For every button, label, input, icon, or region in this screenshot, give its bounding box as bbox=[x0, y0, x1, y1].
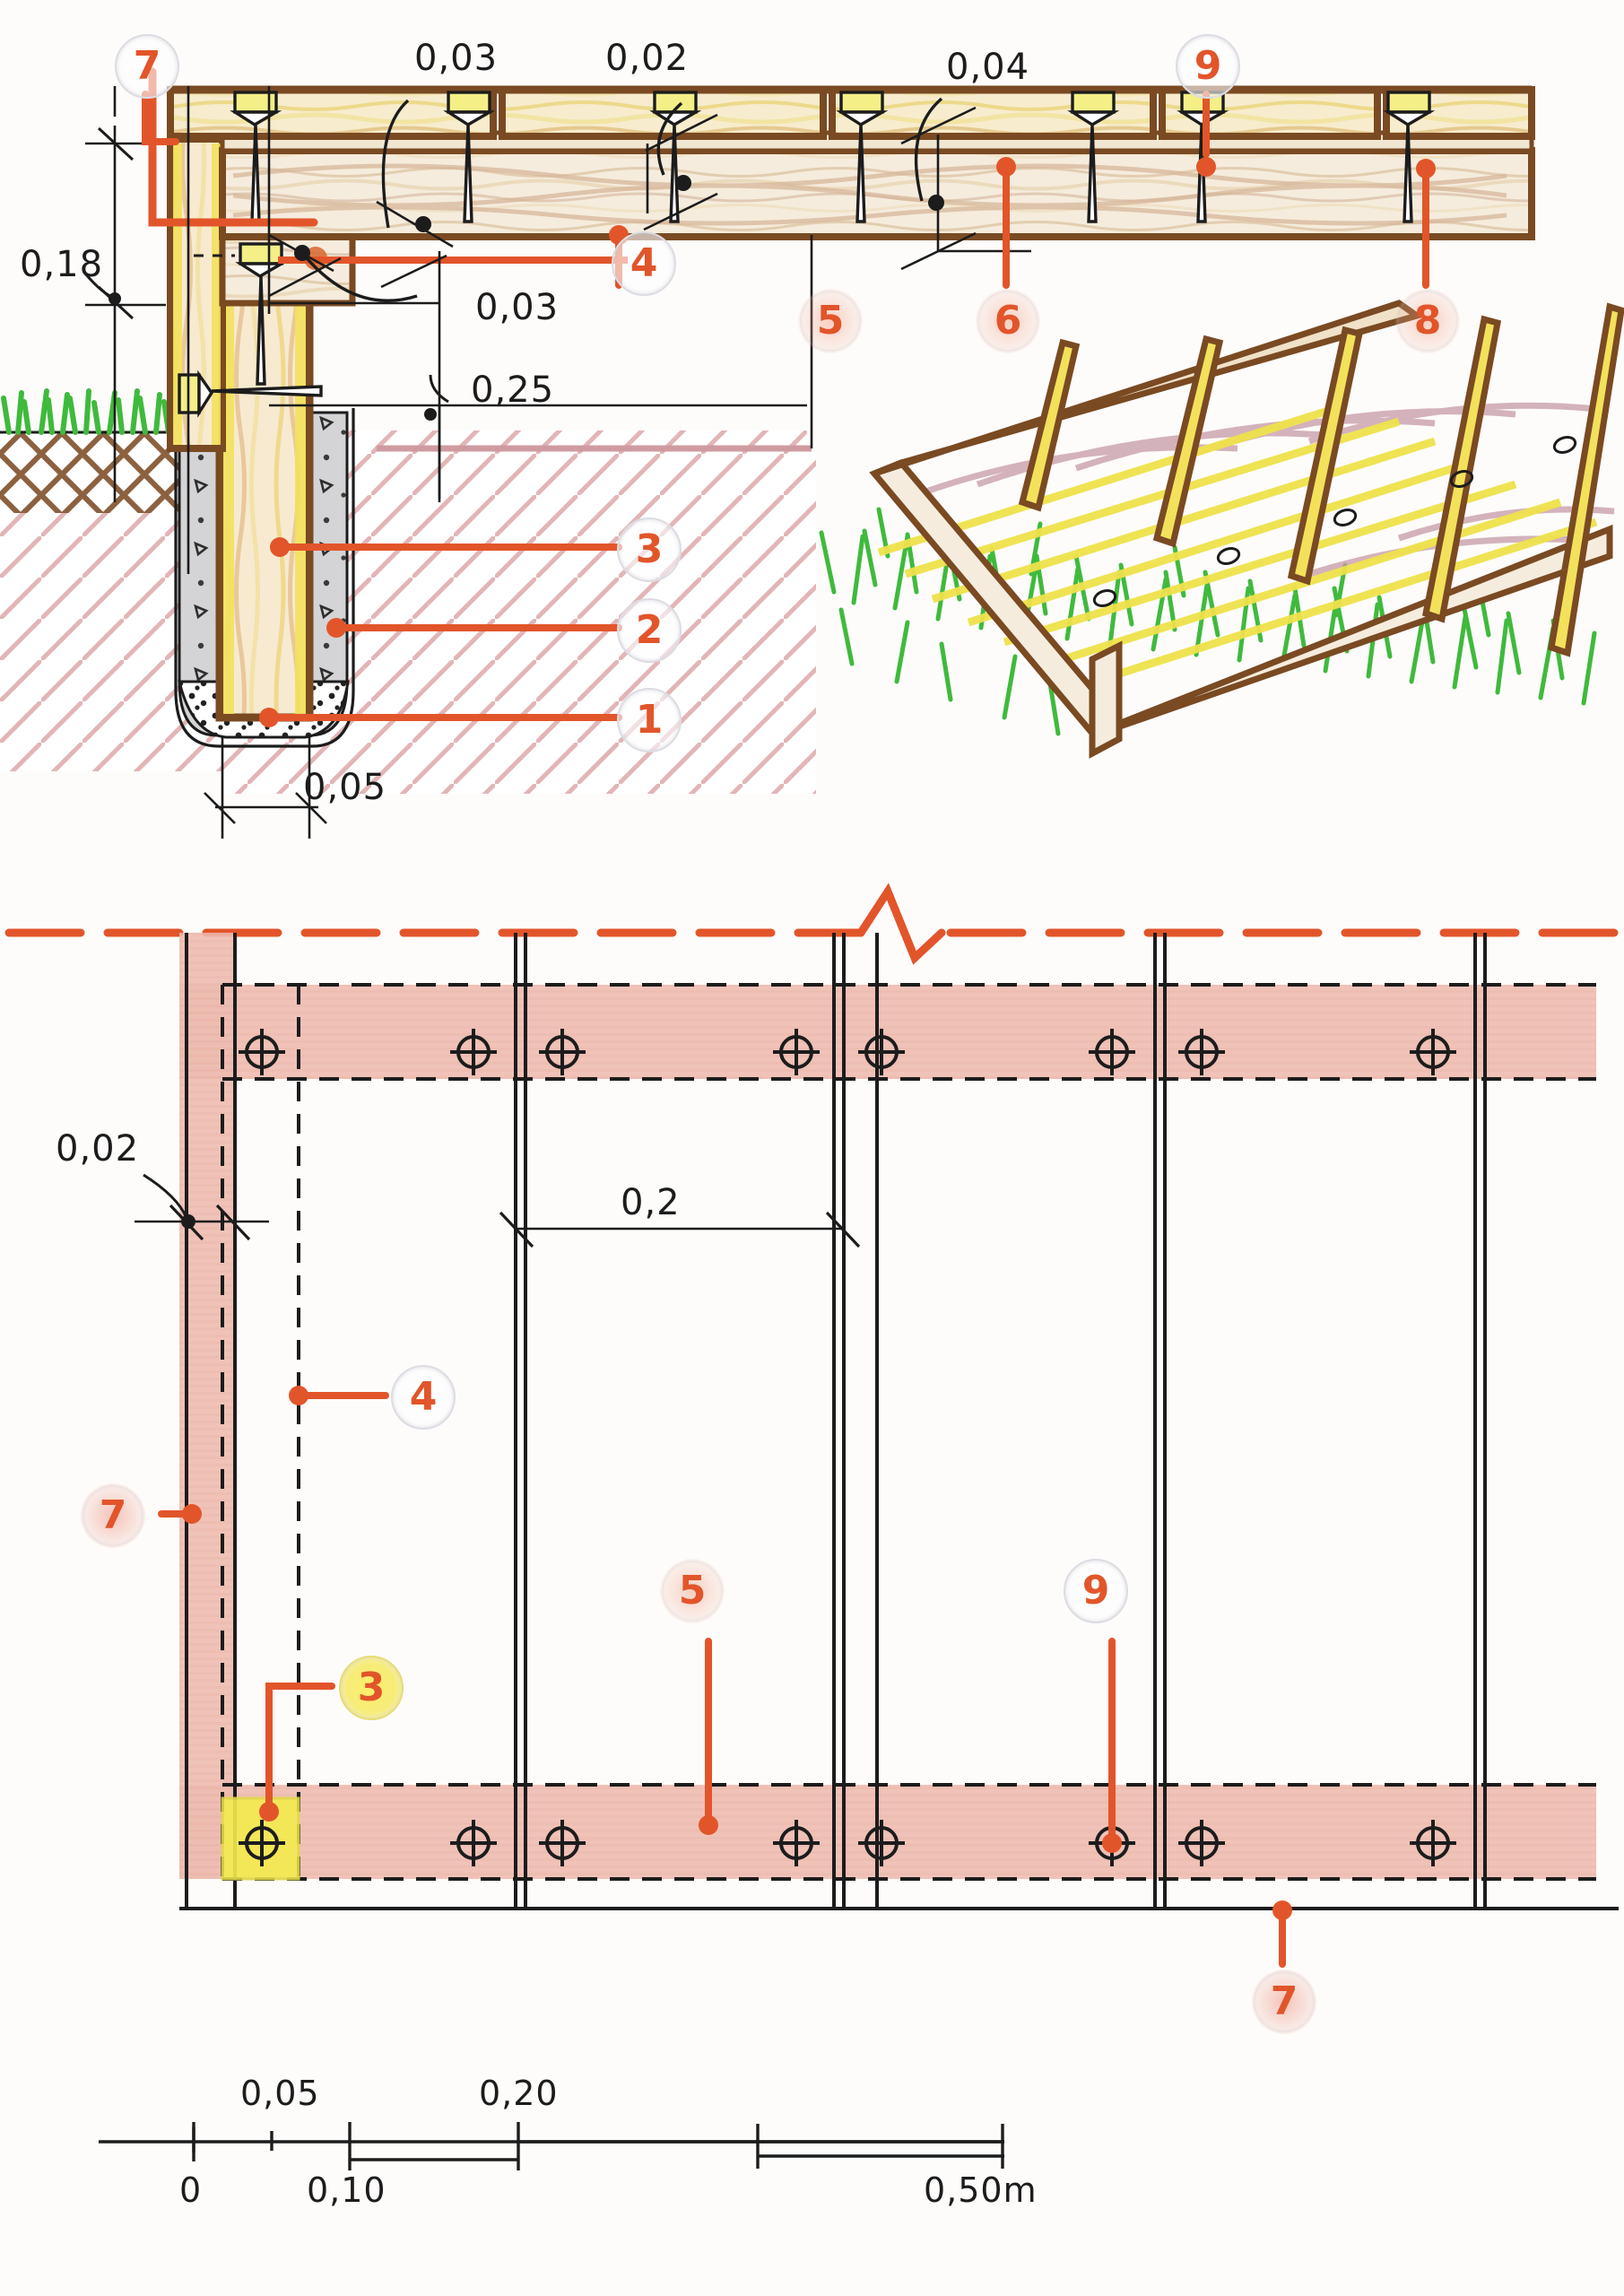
section-dimension-lines bbox=[83, 86, 1031, 839]
plan-screws-bottom bbox=[239, 1820, 1456, 1866]
scale-tick-050m: 0,50m bbox=[924, 2170, 1038, 2210]
scale-tick-0: 0 bbox=[179, 2170, 203, 2210]
plan-bottom-beam bbox=[179, 1785, 1596, 1879]
axo-joists bbox=[1018, 302, 1624, 657]
plan-dimension-0-2: 0,2 bbox=[621, 1182, 681, 1223]
section-callout-leaders bbox=[142, 91, 1429, 721]
dimension-0-02-top: 0,02 bbox=[605, 38, 690, 79]
plan-callout-dots bbox=[182, 1386, 1292, 1920]
callout-2-section[interactable]: 2 bbox=[617, 598, 682, 663]
callout-3-plan[interactable]: 3 bbox=[339, 1656, 404, 1720]
plan-view-group bbox=[4, 883, 1619, 1968]
section-detail-group bbox=[0, 67, 1535, 839]
plan-break-line bbox=[4, 883, 1619, 965]
callout-1-section[interactable]: 1 bbox=[617, 688, 682, 752]
main-joist bbox=[219, 147, 1535, 240]
dimension-0-05: 0,05 bbox=[303, 767, 387, 808]
dimension-0-18: 0,18 bbox=[20, 244, 104, 285]
callout-6-section[interactable]: 6 bbox=[976, 289, 1040, 353]
plan-hidden-lines bbox=[221, 983, 1596, 1881]
section-callout-dots bbox=[259, 157, 1436, 727]
plan-board-joints bbox=[185, 933, 1487, 1910]
plan-dimension-lines bbox=[135, 1173, 861, 1251]
axo-front-post bbox=[1089, 640, 1123, 759]
callout-5-plan[interactable]: 5 bbox=[660, 1559, 725, 1623]
callout-3-section[interactable]: 3 bbox=[617, 517, 682, 582]
plan-screws-top bbox=[239, 1029, 1456, 1075]
dimension-0-25: 0,25 bbox=[471, 370, 555, 411]
scale-tick-020: 0,20 bbox=[479, 2074, 559, 2113]
callout-5-section[interactable]: 5 bbox=[798, 289, 863, 353]
callout-8-section[interactable]: 8 bbox=[1395, 289, 1460, 353]
axonometric-group bbox=[819, 300, 1624, 759]
dimension-0-03-top: 0,03 bbox=[414, 38, 499, 79]
callout-7-plan-bottom[interactable]: 7 bbox=[1252, 1970, 1316, 2034]
scale-tick-010: 0,10 bbox=[307, 2170, 386, 2210]
callout-7-section[interactable]: 7 bbox=[115, 34, 179, 99]
ground-soil bbox=[0, 388, 816, 794]
callout-9-plan[interactable]: 9 bbox=[1064, 1559, 1128, 1623]
plan-dimension-0-02: 0,02 bbox=[56, 1128, 140, 1170]
plan-left-fascia bbox=[179, 933, 235, 1879]
callout-7-plan-left[interactable]: 7 bbox=[81, 1483, 145, 1548]
dimension-0-04: 0,04 bbox=[946, 47, 1030, 88]
scale-tick-005: 0,05 bbox=[240, 2074, 320, 2113]
scale-bar-group bbox=[99, 2122, 1004, 2170]
dimension-0-03-low: 0,03 bbox=[475, 287, 560, 328]
callout-4-section[interactable]: 4 bbox=[612, 231, 676, 296]
axo-screw-marks bbox=[1092, 435, 1577, 608]
callout-9-section[interactable]: 9 bbox=[1176, 34, 1240, 99]
callout-4-plan[interactable]: 4 bbox=[391, 1365, 456, 1430]
plan-top-beam bbox=[179, 985, 1596, 1079]
